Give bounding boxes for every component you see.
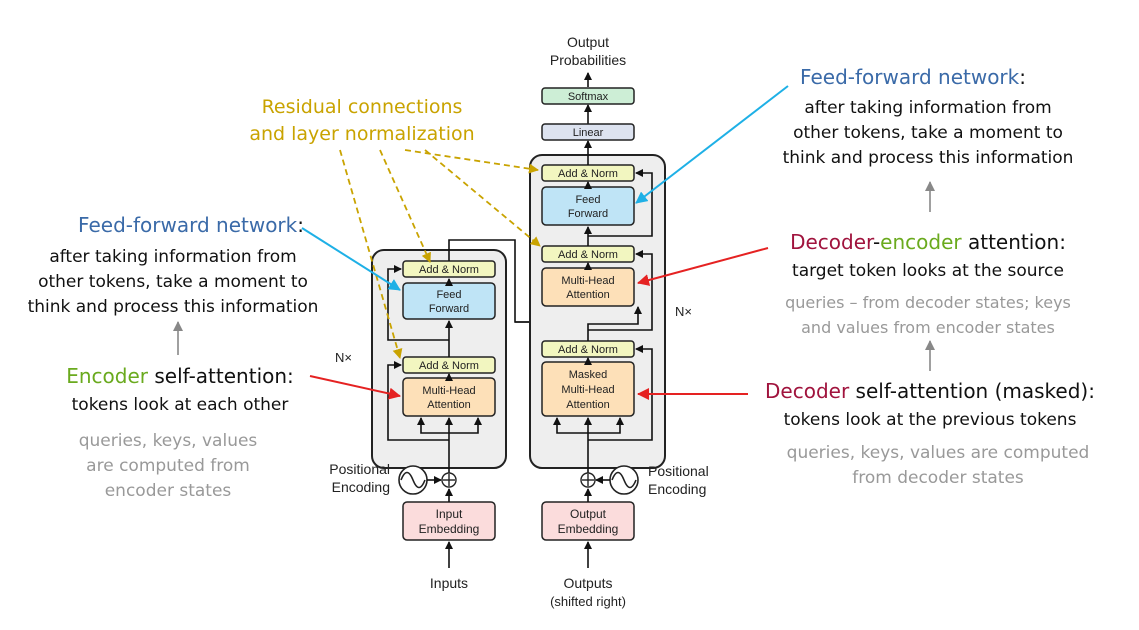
dec-enc-rest: attention:	[962, 230, 1066, 254]
input-embedding-label-1: Input	[436, 507, 463, 521]
dec-enc-dash: -	[873, 230, 880, 254]
dec-self-annotation: Decoder self-attention (masked): tokens …	[637, 379, 1095, 488]
encoder-self-line2: tokens look at each other	[72, 395, 289, 415]
encoder-self-rest: self-attention:	[148, 364, 294, 388]
encoder-self-arrow	[309, 375, 401, 400]
decoder-connections	[553, 72, 653, 474]
output-probabilities-label-1: Output	[567, 34, 609, 50]
dec-enc-arrow	[637, 247, 769, 286]
decoder-masked-label-2: Multi-Head	[561, 384, 614, 396]
ff-right-annotation: Feed-forward network: after taking infor…	[635, 65, 1074, 212]
decoder-ff-label-1: Feed	[575, 194, 600, 206]
ff-left-body-2: other tokens, take a moment to	[38, 272, 308, 292]
dec-self-keyword: Decoder	[765, 379, 850, 403]
decoder-stack: Add & Norm Feed Forward Add & Norm Multi…	[529, 34, 709, 609]
decoder-mha-label-2: Attention	[566, 289, 609, 301]
decoder-positional-encoding-label-1: Positional	[648, 463, 709, 479]
ff-right-colon: :	[1019, 65, 1026, 89]
ff-right-body-3: think and process this information	[783, 148, 1074, 168]
input-embedding-label-2: Embedding	[419, 522, 480, 536]
encoder-add-norm-top-label: Add & Norm	[419, 264, 479, 276]
dec-enc-keyword-encoder: encoder	[880, 230, 962, 254]
outputs-label-1: Outputs	[563, 575, 612, 591]
svg-text:Decoder-encoder attention:: Decoder-encoder attention:	[790, 230, 1066, 254]
dec-enc-gray-1: queries – from decoder states; keys	[785, 293, 1071, 312]
decoder-positional-encoding-icon	[595, 465, 639, 495]
ff-right-body-2: other tokens, take a moment to	[793, 123, 1063, 143]
dec-self-line2: tokens look at the previous tokens	[784, 410, 1077, 430]
decoder-add-operator	[580, 472, 596, 488]
residual-annotation: Residual connections and layer normaliza…	[249, 96, 541, 359]
decoder-add-norm-bottom-label: Add & Norm	[558, 344, 618, 356]
decoder-masked-label-3: Attention	[566, 399, 609, 411]
dec-self-rest: self-attention (masked):	[849, 379, 1095, 403]
output-embedding-label-2: Embedding	[558, 522, 619, 536]
encoder-self-gray-2: are computed from	[86, 456, 250, 476]
encoder-positional-encoding-icon	[398, 465, 442, 495]
encoder-self-gray-3: encoder states	[105, 481, 232, 501]
linear-layer	[541, 123, 635, 141]
linear-label: Linear	[573, 127, 604, 139]
encoder-keyword: Encoder	[66, 364, 149, 388]
dec-self-gray-1: queries, keys, values are computed	[787, 443, 1090, 463]
encoder-positional-encoding-label-2: Encoding	[332, 479, 390, 495]
encoder-self-annotation: Encoder self-attention: tokens look at e…	[66, 364, 401, 501]
dec-enc-line2: target token looks at the source	[792, 261, 1064, 281]
ff-left-body-3: think and process this information	[28, 297, 319, 317]
svg-text:Encoder self-attention:: Encoder self-attention:	[66, 364, 294, 388]
encoder-self-gray-1: queries, keys, values	[79, 431, 258, 451]
ff-right-arrow	[635, 85, 789, 204]
softmax-label: Softmax	[568, 91, 609, 103]
output-probabilities-label-2: Probabilities	[550, 52, 626, 68]
decoder-masked-label-1: Masked	[569, 369, 608, 381]
ff-left-annotation: Feed-forward network: after taking infor…	[28, 213, 401, 355]
ff-left-arrow	[301, 227, 401, 291]
residual-title-1: Residual connections	[262, 96, 463, 118]
encoder-stack: Add & Norm Feed Forward Add & Norm Multi…	[329, 239, 597, 591]
decoder-add-norm-middle-label: Add & Norm	[558, 249, 618, 261]
encoder-add-operator	[441, 472, 457, 488]
dec-enc-annotation: Decoder-encoder attention: target token …	[637, 230, 1071, 371]
output-embedding-label-1: Output	[570, 507, 607, 521]
decoder-mha-label-1: Multi-Head	[561, 275, 614, 287]
ff-right-body-1: after taking information from	[804, 98, 1051, 118]
encoder-ff-label-1: Feed	[436, 289, 461, 301]
decoder-positional-encoding-label-2: Encoding	[648, 481, 706, 497]
outputs-label-2: (shifted right)	[550, 594, 626, 609]
softmax-layer	[541, 87, 635, 105]
svg-text:Feed-forward network:: Feed-forward network:	[800, 65, 1026, 89]
ff-right-title: Feed-forward network	[800, 65, 1020, 89]
decoder-add-norm-top-label: Add & Norm	[558, 168, 618, 180]
dec-enc-gray-2: and values from encoder states	[801, 318, 1055, 337]
svg-text:Decoder self-attention (masked: Decoder self-attention (masked):	[765, 379, 1095, 403]
ff-left-colon: :	[297, 213, 304, 237]
encoder-mha-label-1: Multi-Head	[422, 385, 475, 397]
inputs-label: Inputs	[430, 575, 468, 591]
decoder-ff-label-2: Forward	[568, 208, 608, 220]
encoder-mha-label-2: Attention	[427, 399, 470, 411]
encoder-ff-label-2: Forward	[429, 303, 469, 315]
decoder-nx-label: N×	[675, 304, 692, 319]
svg-text:Feed-forward network:: Feed-forward network:	[78, 213, 304, 237]
encoder-positional-encoding-label-1: Positional	[329, 461, 390, 477]
dec-enc-keyword-decoder: Decoder	[790, 230, 875, 254]
dec-self-gray-2: from decoder states	[852, 468, 1024, 488]
encoder-nx-label: N×	[335, 350, 352, 365]
residual-arrows	[339, 149, 541, 359]
ff-left-body-1: after taking information from	[49, 247, 296, 267]
encoder-add-norm-bottom-label: Add & Norm	[419, 360, 479, 372]
ff-left-title: Feed-forward network	[78, 213, 298, 237]
residual-title-2: and layer normalization	[249, 123, 474, 145]
